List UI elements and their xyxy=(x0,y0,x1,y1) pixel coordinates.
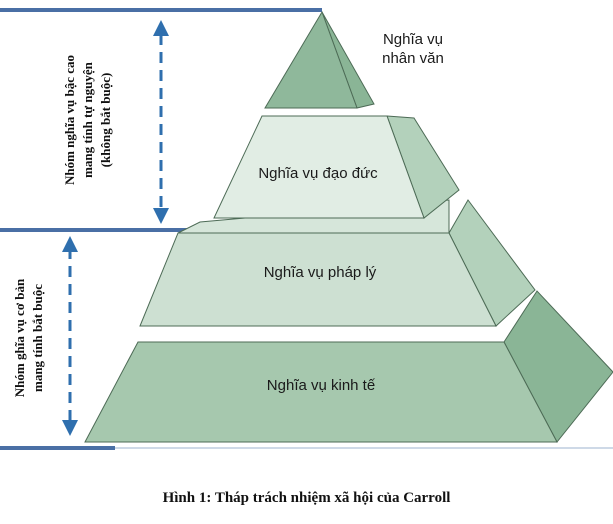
upper-group-label-line-2: mang tính tự nguyện xyxy=(80,61,95,178)
figure-caption: Hình 1: Tháp trách nhiệm xã hội của Carr… xyxy=(162,490,451,506)
lower-group-label-line-2: mang tính bắt buộc xyxy=(30,284,45,392)
tier-economic-label: Nghĩa vụ kinh tế xyxy=(267,377,376,394)
tier-economic-block xyxy=(84,290,613,443)
tier-ethical-block xyxy=(213,115,460,219)
tier-ethical-front xyxy=(213,115,425,219)
tier-legal-block xyxy=(139,199,536,327)
tier-economic-front xyxy=(84,341,558,443)
lower-group-label-line-1: Nhóm ghĩa vụ cơ bản xyxy=(12,278,27,397)
tier-humanitarian-label-line-1: Nghĩa vụ xyxy=(383,31,443,48)
lower-group-arrow xyxy=(62,236,78,436)
tier-humanitarian-label-line-2: nhân văn xyxy=(382,50,444,67)
upper-group-arrow xyxy=(153,20,169,224)
tier-ethical-label: Nghĩa vụ đạo đức xyxy=(258,165,378,182)
upper-group-label-line-1: Nhóm nghĩa vụ bậc cao xyxy=(62,55,77,185)
tier-humanitarian-front xyxy=(264,10,358,109)
upper-group-label-line-3: (không bắt buộc) xyxy=(98,73,113,168)
tier-humanitarian-block xyxy=(264,10,375,109)
pyramid-figure: Nghĩa vụ nhân văn Nghĩa vụ đạo đức Nghĩa… xyxy=(0,8,613,450)
tier-legal-label: Nghĩa vụ pháp lý xyxy=(264,264,377,281)
tier-legal-front xyxy=(139,232,497,327)
